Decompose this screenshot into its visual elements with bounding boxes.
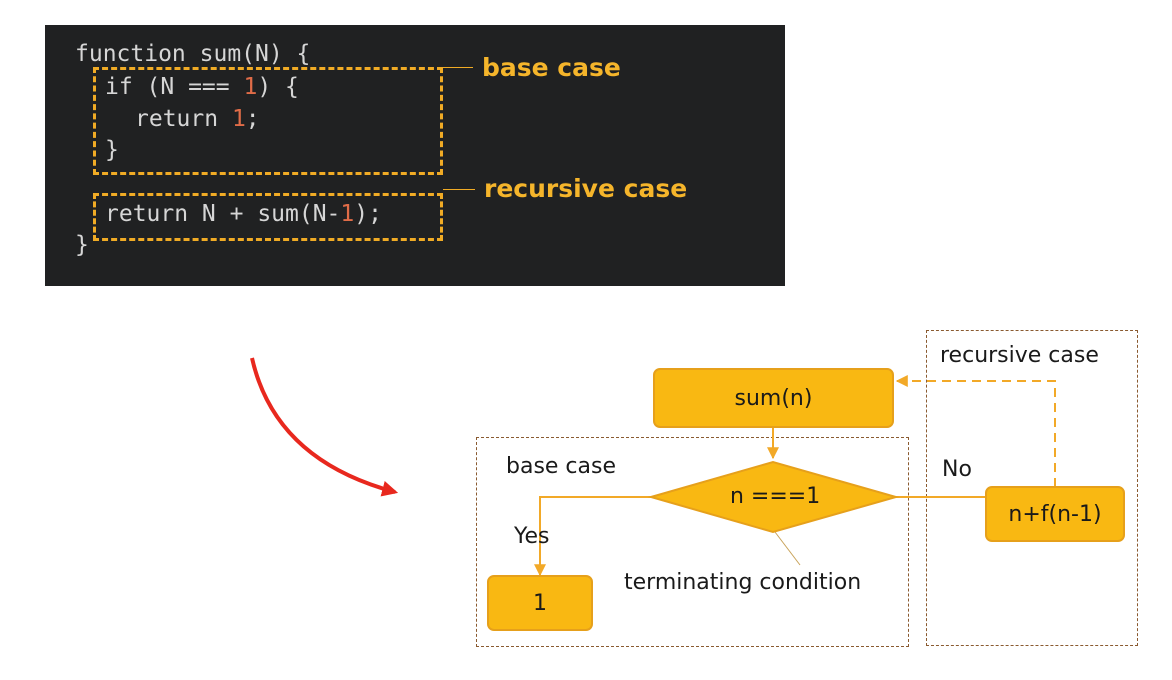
recurse-box: n+f(n-1)	[985, 486, 1125, 542]
flow-base-case-label: base case	[506, 454, 617, 479]
terminating-condition-label: terminating condition	[624, 570, 862, 595]
decision-diamond	[647, 460, 900, 534]
yes-connector	[534, 496, 651, 577]
flow-recursive-case-label: recursive case	[940, 343, 1099, 368]
code-if-number: 1	[243, 74, 258, 100]
code-if-brace: ) {	[257, 74, 299, 100]
code-base-case-label: base case	[482, 53, 621, 82]
recursive-case-highlight-box	[93, 193, 443, 241]
code-if-text: if (N ===	[105, 74, 244, 100]
no-label: No	[942, 457, 972, 482]
recursion-back-connector	[895, 375, 1056, 487]
recursive-case-leader-line	[443, 189, 475, 190]
base-case-leader-line	[443, 67, 473, 68]
result-box: 1	[487, 575, 593, 631]
code-recursive-end: );	[354, 201, 382, 227]
code-line-function-close: }	[75, 232, 89, 258]
code-return-semicolon: ;	[245, 106, 260, 132]
code-recursive-case-label: recursive case	[484, 174, 688, 203]
code-recursive-text: return N + sum(N-	[105, 201, 341, 227]
code-return-number: 1	[231, 106, 246, 132]
code-panel: function sum(N) { if (N === 1) { return …	[45, 25, 785, 286]
recursive-case-region	[926, 330, 1138, 646]
start-box: sum(n)	[653, 368, 894, 428]
decision-label: n ===1	[730, 484, 821, 509]
code-line-return-base: return 1;	[135, 104, 260, 134]
code-line-function-decl: function sum(N) {	[75, 41, 311, 67]
transform-arrow	[250, 357, 399, 497]
base-case-region	[476, 437, 909, 647]
code-return-text: return	[135, 106, 232, 132]
code-line-if-close: }	[105, 137, 119, 163]
code-line-if: if (N === 1) {	[105, 72, 299, 102]
code-line-return-recursive: return N + sum(N-1);	[105, 199, 382, 229]
terminating-pointer-line	[774, 531, 801, 566]
code-recursive-number: 1	[340, 201, 355, 227]
base-case-highlight-box	[93, 67, 443, 175]
yes-label: Yes	[514, 524, 550, 549]
